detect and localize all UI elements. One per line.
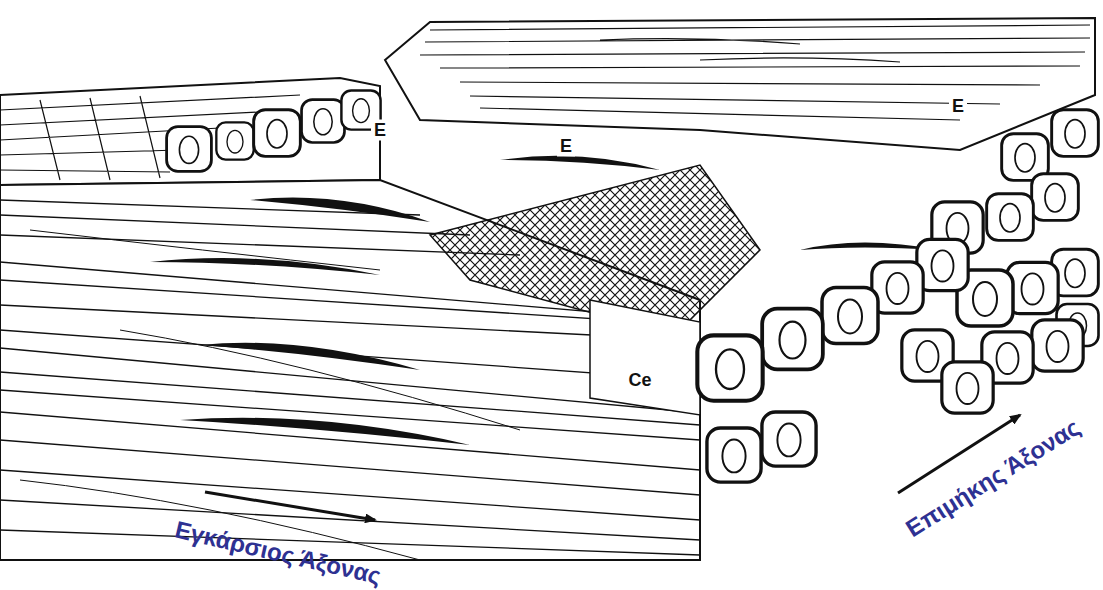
cell-label: E (557, 136, 575, 157)
cell-label: Ce (625, 370, 654, 391)
cell-label: E (949, 96, 967, 117)
cell-label: E (371, 120, 389, 141)
